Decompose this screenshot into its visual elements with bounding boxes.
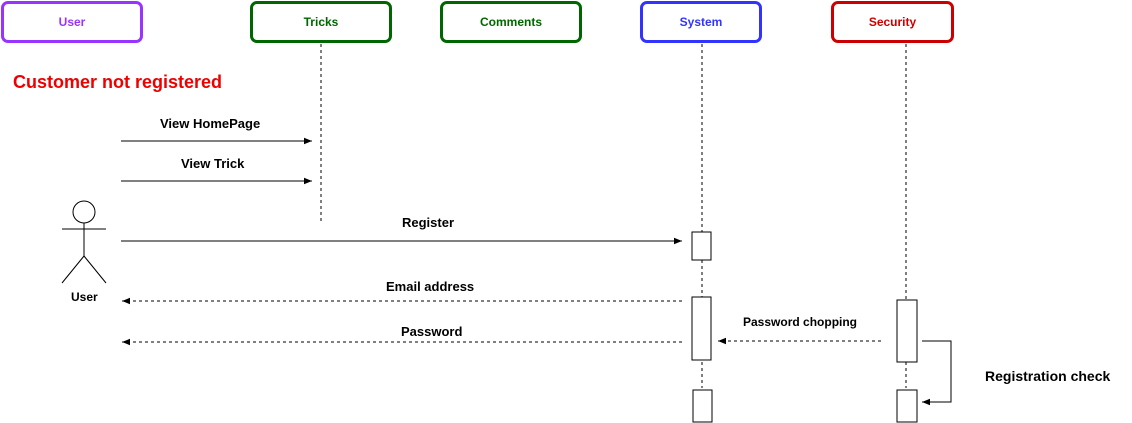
user-actor-icon <box>61 200 107 284</box>
lifeline-security-label: Security <box>868 15 917 29</box>
system-activation-2 <box>691 296 712 361</box>
actor-label: User <box>71 290 98 304</box>
lifeline-comments-box: Comments <box>440 1 582 43</box>
view-homepage-label: View HomePage <box>160 116 261 131</box>
password-label: Password <box>401 324 463 339</box>
lifeline-security-box: Security <box>831 1 954 43</box>
lifeline-user-label: User <box>58 15 86 29</box>
password-chopping-label: Password chopping <box>743 315 858 329</box>
registration-check-self-arrow <box>922 340 952 406</box>
lifeline-tricks-label: Tricks <box>303 15 339 29</box>
system-activation-3 <box>692 389 713 423</box>
lifeline-tricks-box: Tricks <box>250 1 392 43</box>
lifeline-user-box: User <box>1 1 143 43</box>
section-title: Customer not registered <box>13 72 223 92</box>
lifeline-system-box: System <box>640 1 762 43</box>
security-activation-2 <box>896 389 918 423</box>
register-label: Register <box>402 215 455 230</box>
registration-check-label: Registration check <box>985 368 1111 384</box>
lifeline-comments-label: Comments <box>479 15 542 29</box>
lifeline-system-label: System <box>679 15 723 29</box>
email-address-label: Email address <box>386 279 475 294</box>
security-activation-1 <box>896 299 918 363</box>
view-trick-label: View Trick <box>181 156 245 171</box>
system-activation-1 <box>691 231 712 261</box>
